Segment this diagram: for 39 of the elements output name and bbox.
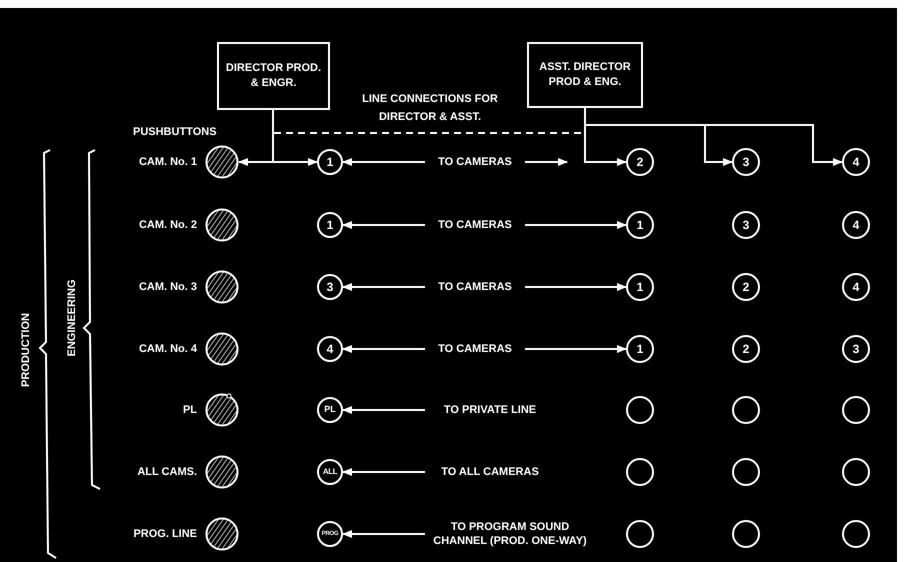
pushbutton [205, 332, 239, 366]
section-heading: PUSHBUTTONS [133, 125, 217, 140]
arrow [525, 283, 627, 291]
arrow [525, 158, 568, 166]
destination-text: TO CAMERAS [425, 217, 525, 233]
pushbutton [205, 270, 239, 304]
button-label: CAM. No. 2 [138, 218, 197, 233]
arrow [342, 221, 425, 229]
pushbutton [205, 455, 239, 489]
button-label: CAM. No. 4 [138, 342, 197, 357]
note-text: LINE CONNECTIONS FOR DIRECTOR & ASST. [361, 92, 499, 125]
group-label: PRODUCTION [18, 313, 33, 387]
arrow [342, 283, 425, 291]
arrow [342, 158, 425, 166]
arrow [342, 406, 425, 414]
arrow [525, 221, 627, 229]
arrow [584, 108, 843, 166]
pushbutton [205, 393, 239, 427]
button-label: PL [182, 403, 197, 418]
role-box: ASST. DIRECTOR PROD & ENG. [527, 42, 643, 108]
arrow [342, 345, 425, 353]
button-label: CAM. No. 1 [138, 155, 197, 170]
destination-text: TO CAMERAS [425, 154, 525, 170]
pushbutton [205, 208, 239, 242]
destination-text: TO PRIVATE LINE [425, 402, 555, 418]
destination-text: TO ALL CAMERAS [425, 464, 555, 480]
role-box: DIRECTOR PROD. & ENGR. [217, 42, 330, 110]
button-label: ALL CAMS. [137, 465, 197, 480]
pushbutton [205, 517, 239, 551]
button-label: PROG. LINE [133, 527, 197, 542]
button-label: CAM. No. 3 [138, 280, 197, 295]
destination-text: TO CAMERAS [425, 341, 525, 357]
arrow [342, 468, 425, 476]
group-label: ENGINEERING [64, 280, 79, 356]
destination-text: TO CAMERAS [425, 279, 525, 295]
pushbutton [205, 145, 239, 179]
destination-text: TO PROGRAM SOUND CHANNEL (PROD. ONE-WAY) [425, 512, 595, 556]
arrow [525, 345, 627, 353]
arrow [342, 530, 425, 538]
